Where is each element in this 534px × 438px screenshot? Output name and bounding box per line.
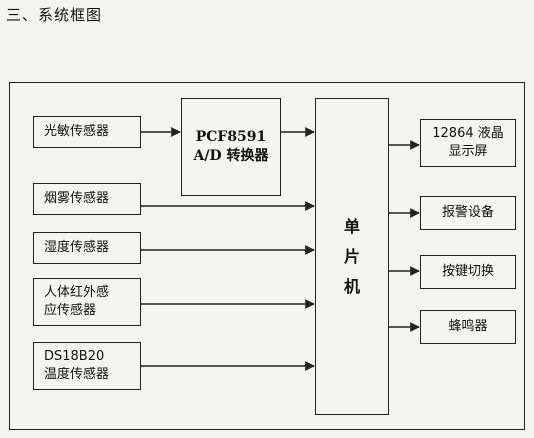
- photo-sensor-label: 光敏传感器: [44, 124, 110, 140]
- humidity-sensor-box: 湿度传感器: [33, 232, 141, 264]
- photo-sensor-box: 光敏传感器: [33, 116, 141, 148]
- alarm-device-box: 报警设备: [420, 196, 516, 230]
- buzzer-label: 蜂鸣器: [448, 319, 488, 335]
- mcu-char-1: 单: [343, 216, 360, 236]
- adc-box: PCF8591 A/D 转换器: [181, 98, 281, 196]
- mcu-box: 单 片 机: [315, 98, 389, 415]
- ds18b20-label-line2: 温度传感器: [44, 367, 110, 382]
- humidity-sensor-label: 湿度传感器: [44, 240, 110, 256]
- lcd-label-line2: 显示屏: [448, 144, 488, 159]
- alarm-device-label: 报警设备: [441, 205, 494, 221]
- pir-sensor-label-line1: 人体红外感: [44, 285, 110, 301]
- smoke-sensor-box: 烟雾传感器: [33, 183, 141, 215]
- key-switch-box: 按键切换: [420, 255, 516, 289]
- lcd-label-line1: 12864 液晶: [432, 126, 504, 142]
- pir-sensor-box: 人体红外感 应传感器: [33, 278, 141, 326]
- diagram-frame: [9, 82, 525, 430]
- ds18b20-sensor-box: DS18B20 温度传感器: [33, 342, 141, 390]
- key-switch-label: 按键切换: [441, 264, 494, 280]
- buzzer-box: 蜂鸣器: [420, 310, 516, 344]
- pir-sensor-label-line2: 应传感器: [44, 303, 97, 318]
- adc-label-line1: PCF8591: [195, 129, 267, 146]
- lcd-display-box: 12864 液晶 显示屏: [420, 119, 516, 167]
- smoke-sensor-label: 烟雾传感器: [44, 191, 110, 207]
- page-heading: 三、系统框图: [6, 6, 103, 24]
- adc-label-line2: A/D 转换器: [193, 148, 269, 164]
- ds18b20-label-line1: DS18B20: [44, 349, 105, 365]
- mcu-char-2: 片: [343, 246, 360, 266]
- mcu-char-3: 机: [343, 276, 360, 296]
